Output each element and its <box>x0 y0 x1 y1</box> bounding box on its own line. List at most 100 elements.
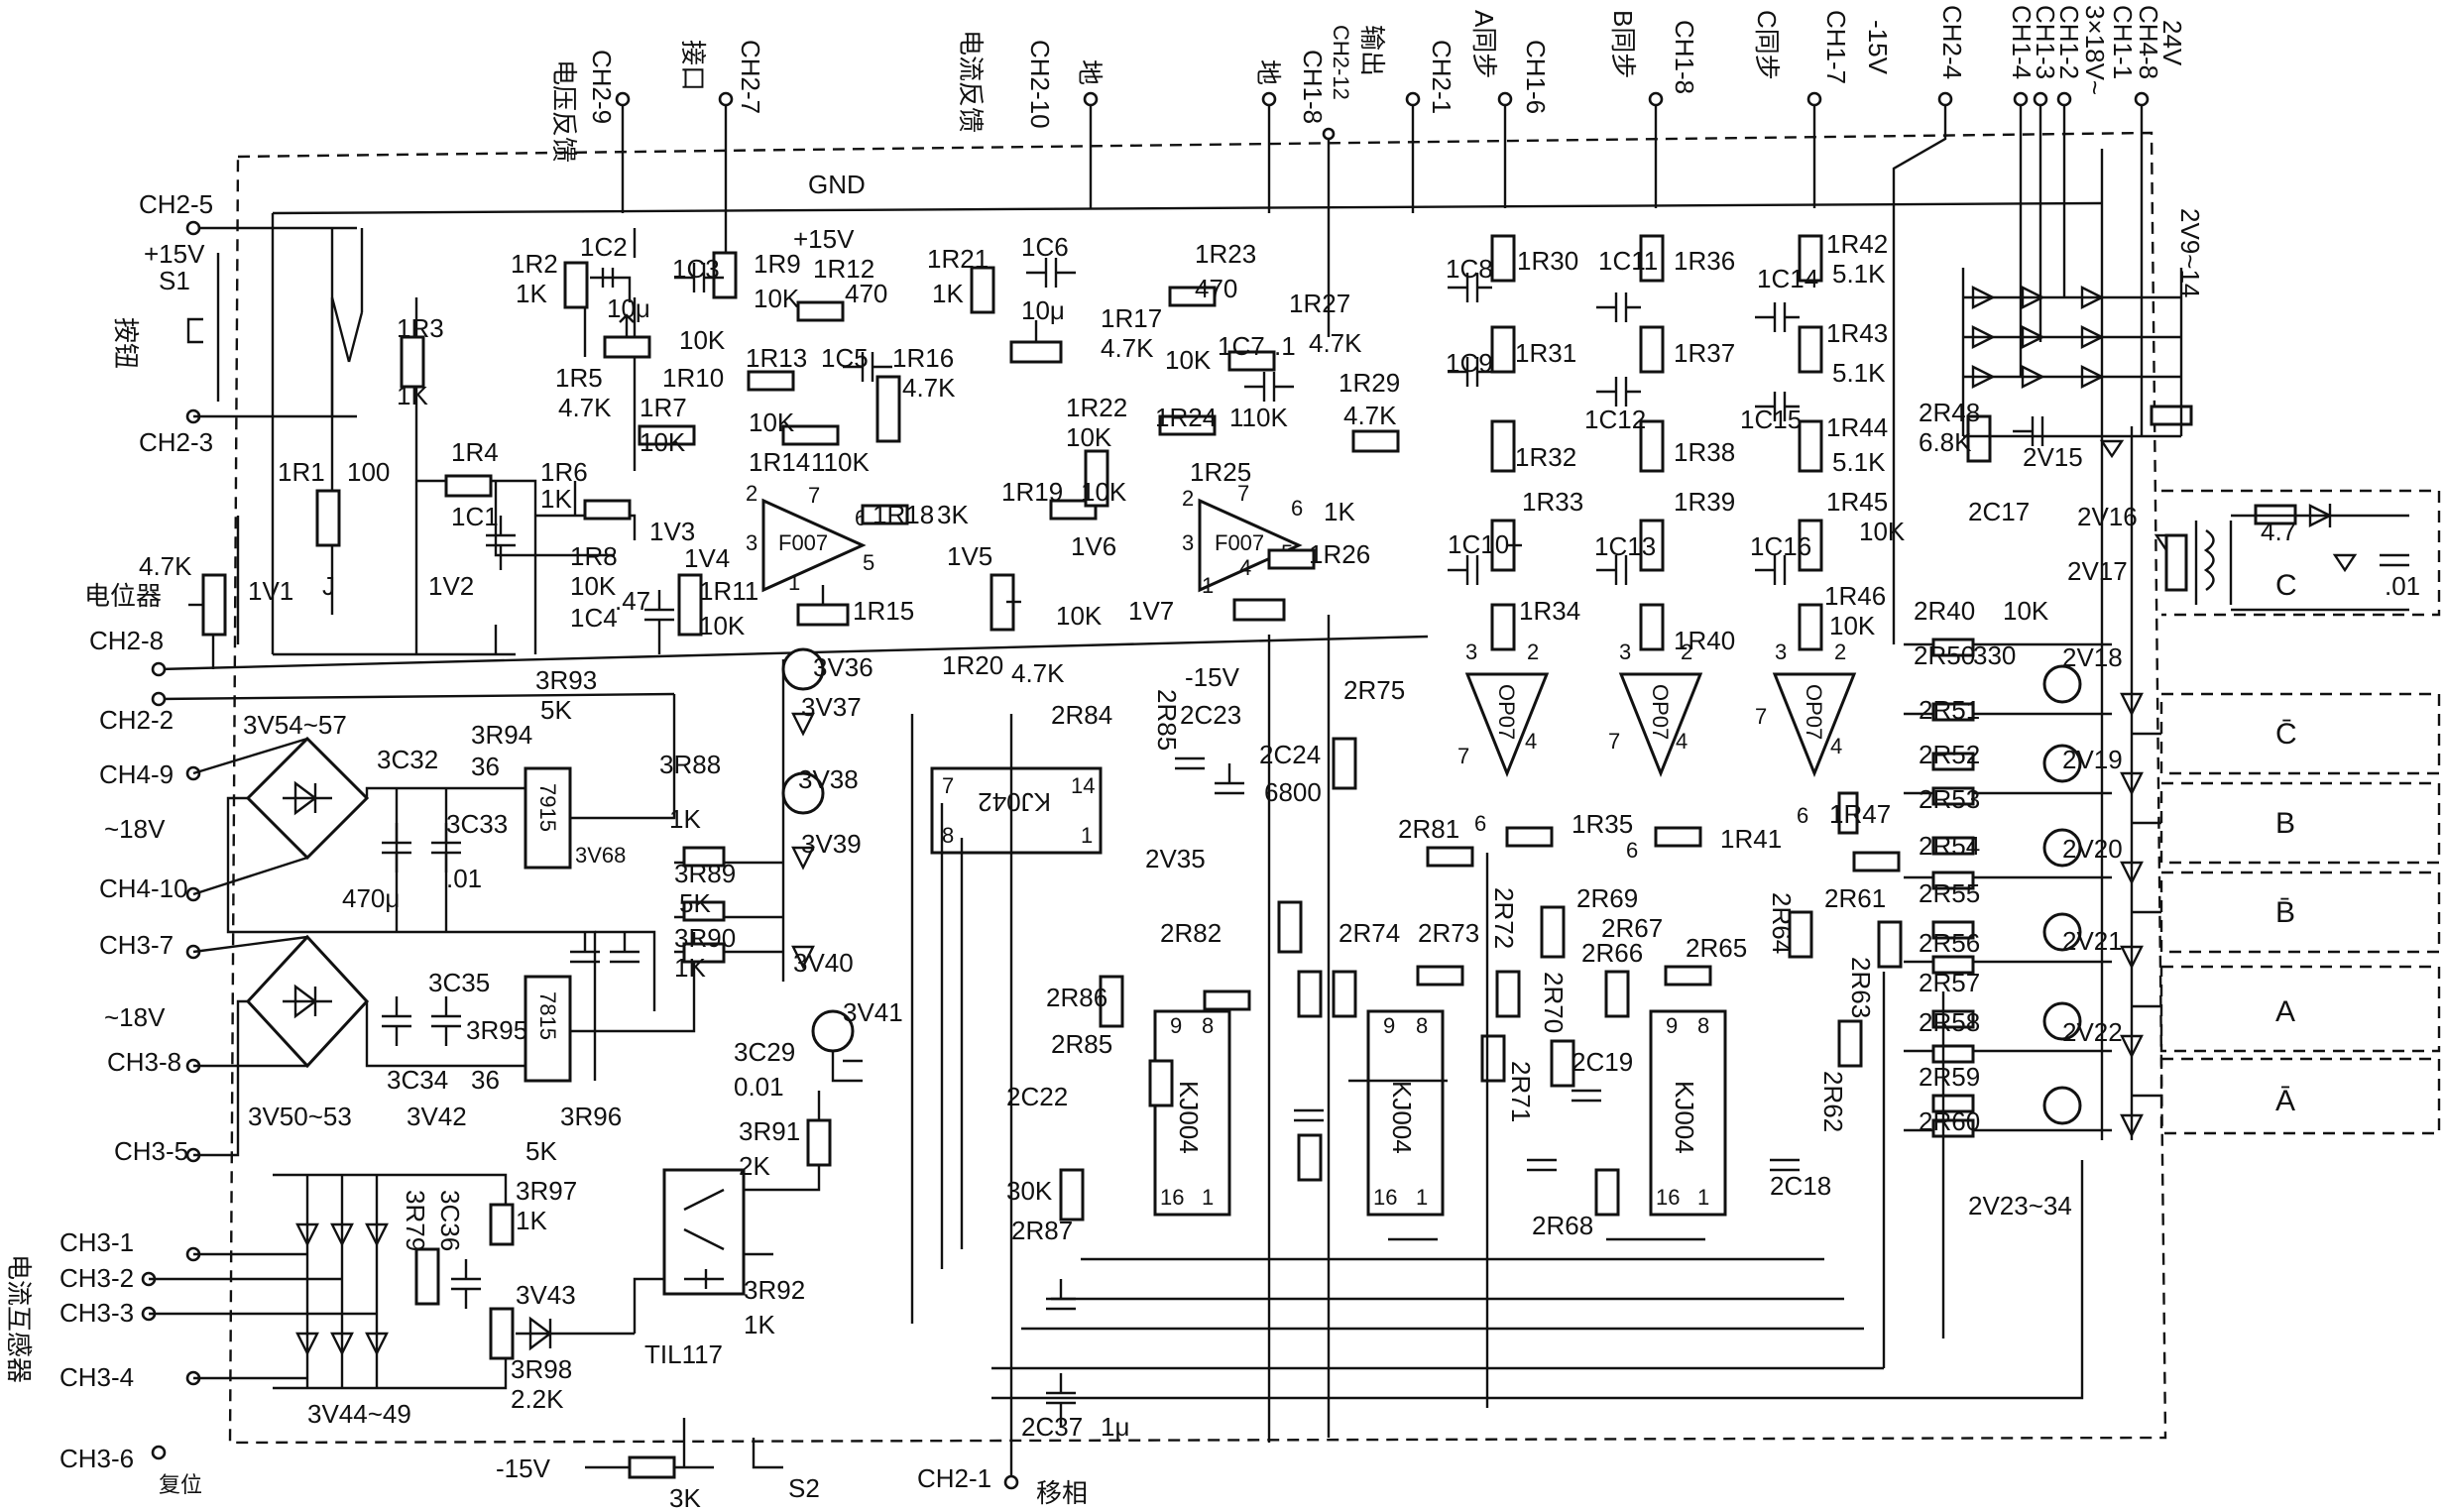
lbl-3r98: 3R98 <box>511 1354 572 1384</box>
lbl-2v35: 2V35 <box>1145 844 1206 873</box>
lbl-1c11: 1C11 <box>1598 246 1658 276</box>
left-bus-2 <box>158 692 675 701</box>
lbl-10k-d: 10K <box>749 407 795 437</box>
terminal-ch2-5[interactable] <box>185 220 201 236</box>
lbl-1r32: 1R32 <box>1515 442 1576 472</box>
lbl-1c2: 1C2 <box>580 232 628 262</box>
terminal-phase-shift[interactable] <box>1003 1474 1019 1490</box>
note-left-2: 电位器 <box>84 581 162 611</box>
lbl-1v2: 1V2 <box>428 571 474 601</box>
lbl-3v40: 3V40 <box>793 948 854 978</box>
label-left-4: CH4-9 <box>99 759 174 789</box>
lbl-1r6: 1R6 <box>540 457 588 487</box>
output-box-a-bar <box>2159 1057 2441 1135</box>
lbl-5k-c: 5K <box>679 888 711 918</box>
ic-kj004-1-pin-9: 9 <box>1170 1013 1182 1038</box>
lbl-30k: 30K <box>1006 1176 1053 1206</box>
lbl-1r15: 1R15 <box>853 596 914 626</box>
lbl-2c24: 2C24 <box>1259 740 1321 769</box>
lbl-2r68: 2R68 <box>1532 1211 1593 1240</box>
lbl-1r42: 1R42 <box>1826 229 1888 259</box>
lbl-1v4: 1V4 <box>684 543 730 573</box>
terminal-ch1-8-b[interactable] <box>1648 91 1664 107</box>
ic-kj004-2-pin-9: 9 <box>1383 1013 1395 1038</box>
lbl-1r33: 1R33 <box>1522 487 1583 517</box>
lbl-1k-g: 1K <box>669 804 701 834</box>
opamp-f007-2-pin-1: 1 <box>1202 573 1214 598</box>
terminal-ch2-10[interactable] <box>1083 91 1099 107</box>
opamp-op07-3-pin-6: 6 <box>1797 803 1808 828</box>
opamp-f007-1-pin-2: 2 <box>746 481 757 506</box>
terminal-ch3-6[interactable] <box>151 1445 167 1460</box>
lbl-c-transformer: C <box>2275 569 2297 602</box>
lbl-110k-b: 110K <box>1229 403 1288 432</box>
lbl-2r72: 2R72 <box>1489 887 1519 949</box>
terminal-gnd-1[interactable] <box>1261 91 1277 107</box>
opamp-f007-2-pin-6: 6 <box>1291 496 1303 521</box>
opamp-op07-2-pin-2: 2 <box>1681 640 1692 664</box>
terminal-ch2-2[interactable] <box>151 691 167 707</box>
pulse-transformer-box <box>2161 489 2441 617</box>
terminal-ch1-4[interactable] <box>2013 91 2029 107</box>
terminal-ch2-7[interactable] <box>718 91 734 107</box>
ic-kj042-label: KJ042 <box>978 787 1051 817</box>
lbl-2c17: 2C17 <box>1968 497 2030 526</box>
lbl-1r24: 1R24 <box>1155 403 1217 432</box>
lbl-3v68: 3V68 <box>575 843 626 868</box>
lbl-3r88: 3R88 <box>659 750 721 779</box>
lbl-1r37: 1R37 <box>1674 338 1735 368</box>
lbl-5.1k-b: 5.1K <box>1832 358 1886 388</box>
lbl-out-c-bar: C̄ <box>2275 718 2297 751</box>
terminal-ch2-9[interactable] <box>615 91 631 107</box>
lbl-4.7k-d: 4.7K <box>1309 328 1362 358</box>
lbl-100: 100 <box>347 457 390 487</box>
lbl-2v17: 2V17 <box>2067 556 2128 586</box>
lbl-2r60: 2R60 <box>1919 1106 1980 1136</box>
lbl-2r62: 2R62 <box>1818 1071 1848 1132</box>
opamp-op07-3-pin-2: 2 <box>1834 640 1846 664</box>
lbl-3c32: 3C32 <box>377 745 438 774</box>
terminal-ch2-12[interactable] <box>1322 127 1336 141</box>
lbl-2r54: 2R54 <box>1919 831 1980 861</box>
terminal-ch2-8[interactable] <box>151 661 167 677</box>
lbl-470-b: 470 <box>1195 274 1237 303</box>
lbl-1r40: 1R40 <box>1674 626 1735 655</box>
label-left-0: CH2-5 <box>139 189 213 219</box>
lbl-2r59: 2R59 <box>1919 1062 1980 1092</box>
opamp-op07-2-label: OP07 <box>1648 684 1673 740</box>
lbl-1c4: 1C4 <box>570 603 618 633</box>
opamp-op07-1-pin-4: 4 <box>1525 729 1537 754</box>
lbl-10k-f: 10K <box>699 611 746 640</box>
lbl-1c3: 1C3 <box>672 254 720 284</box>
label-left-3: CH2-2 <box>99 705 174 735</box>
lbl-330: 330 <box>1973 640 2016 670</box>
lbl-1r30: 1R30 <box>1517 246 1578 276</box>
terminal-ch1-6[interactable] <box>1497 91 1513 107</box>
lbl-10k-c: 10K <box>754 284 800 313</box>
lbl-10k-l: 10K <box>1829 611 1876 640</box>
lbl-10k-e: 10K <box>570 571 617 601</box>
lbl-1k-e: 1K <box>1324 497 1355 526</box>
lbl-1r19: 1R19 <box>1001 477 1063 507</box>
terminal-ch2-4[interactable] <box>1937 91 1953 107</box>
lbl-2r84: 2R84 <box>1051 700 1112 730</box>
lbl-3c29: 3C29 <box>734 1037 795 1067</box>
terminal-ch2-1[interactable] <box>1405 91 1421 107</box>
switch-s2-label: S2 <box>788 1473 820 1503</box>
lbl-1c6: 1C6 <box>1021 232 1069 262</box>
lbl-1c10: 1C10 <box>1448 529 1509 559</box>
lbl-2r85-b: 2R85 <box>1051 1029 1112 1059</box>
lbl-2r50: 2R50 <box>1914 640 1975 670</box>
diode-group-label: 2V9~14 <box>2175 208 2205 297</box>
opamp-op07-3-pin-7: 7 <box>1755 704 1767 729</box>
label-top-6: CH2-1 <box>1427 40 1456 114</box>
terminal-ch4-8[interactable] <box>2134 91 2150 107</box>
terminal-ch1-2[interactable] <box>2056 91 2072 107</box>
lbl-1c7: 1C7 <box>1218 331 1265 361</box>
regulator-7915-label: 7915 <box>535 783 560 832</box>
lbl-2r64: 2R64 <box>1767 892 1797 954</box>
ic-kj004-2-label: KJ004 <box>1387 1081 1417 1154</box>
terminal-ch1-3[interactable] <box>2033 91 2048 107</box>
terminal-ch1-7[interactable] <box>1806 91 1822 107</box>
lbl-2r66: 2R66 <box>1581 938 1643 968</box>
